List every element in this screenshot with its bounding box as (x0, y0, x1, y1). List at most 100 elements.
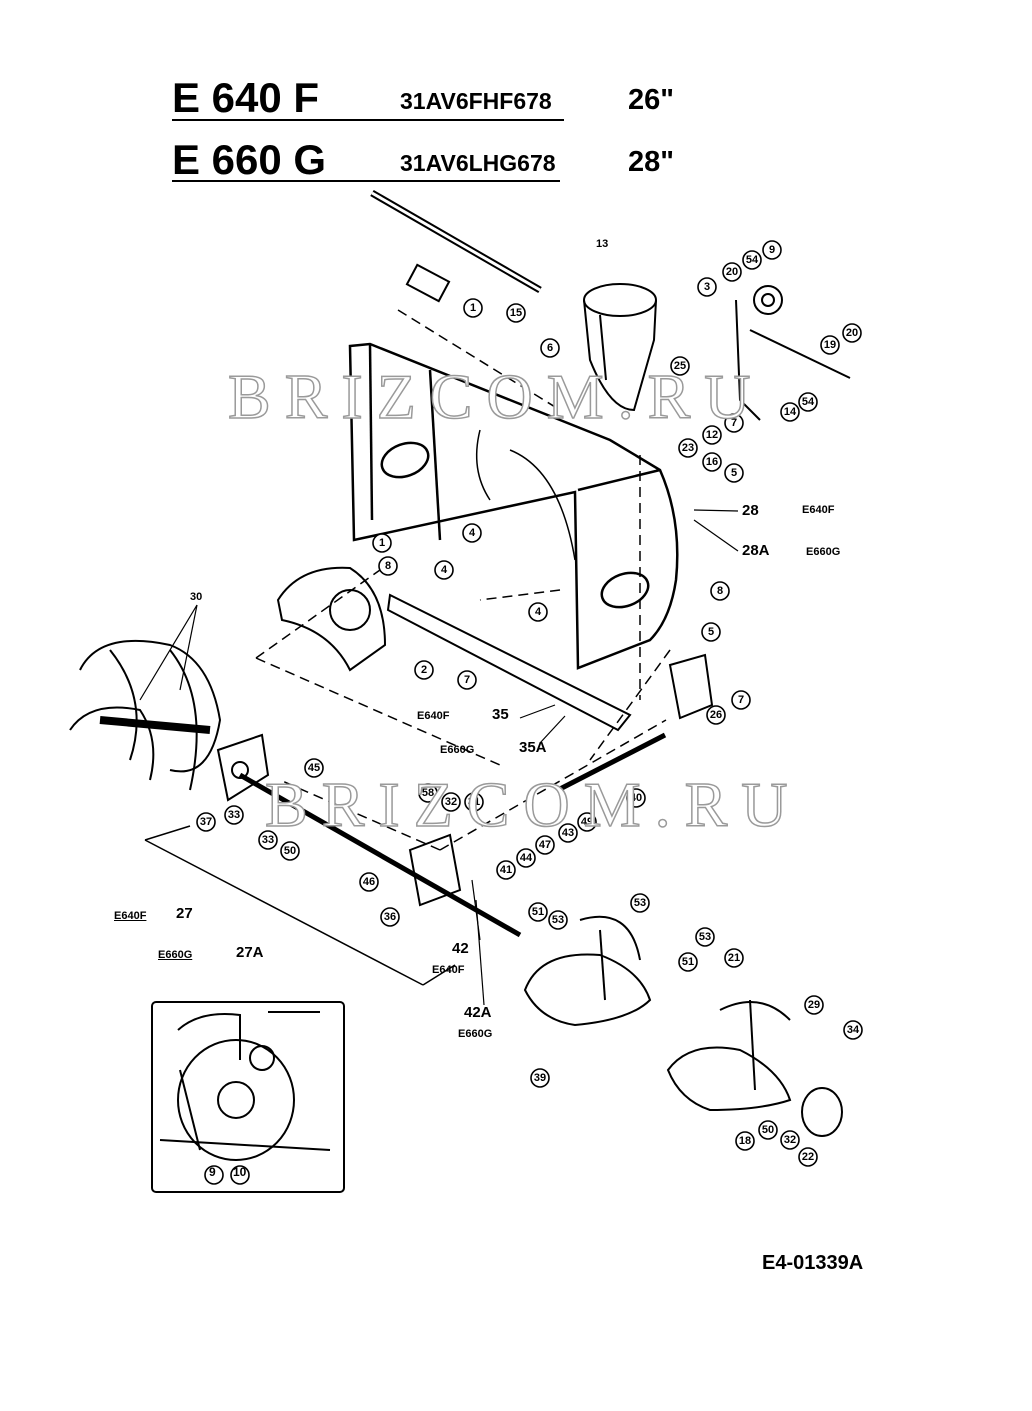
balloon-2: 2 (414, 660, 434, 680)
svg-text:21: 21 (728, 952, 740, 964)
right-auger-spiral-part (666, 999, 792, 1112)
balloon-33a: 33 (224, 805, 244, 825)
balloon-53a: 53 (548, 910, 568, 930)
svg-text:6: 6 (547, 342, 553, 354)
balloon-47: 47 (535, 835, 555, 855)
callout-35-model: E640F (417, 710, 450, 722)
inset-label-9: 9 (209, 1165, 216, 1179)
svg-text:32: 32 (784, 1134, 796, 1146)
balloon-58: 58 (418, 783, 438, 803)
callout-28A-model: E660G (806, 546, 841, 558)
balloon-8b: 8 (710, 581, 730, 601)
svg-text:22: 22 (802, 1151, 814, 1163)
svg-text:19: 19 (824, 339, 836, 351)
callout-27: 27 (176, 905, 193, 922)
svg-text:44: 44 (520, 852, 533, 864)
part-balloons: 1 15 6 3 20 54 9 20 19 14 54 25 12 7 23 … (196, 240, 863, 1167)
svg-text:2: 2 (421, 664, 427, 676)
balloon-32a: 32 (441, 792, 461, 812)
callout-42: 42 (452, 940, 469, 957)
callout-28A: 28A (742, 542, 770, 559)
model-title-2: E 660 G (172, 136, 327, 183)
left-bearing-flange-part (216, 733, 270, 802)
svg-text:39: 39 (534, 1072, 546, 1084)
svg-text:45: 45 (308, 762, 320, 774)
balloon-4b: 4 (434, 560, 454, 580)
header-rule-1 (172, 119, 564, 121)
svg-text:15: 15 (510, 307, 522, 319)
end-cap-part (801, 1087, 843, 1137)
balloon-20b: 20 (842, 323, 862, 343)
svg-text:54: 54 (802, 396, 815, 408)
balloon-19: 19 (820, 335, 840, 355)
svg-text:7: 7 (464, 674, 470, 686)
balloon-1: 1 (463, 298, 483, 318)
callout-42A: 42A (464, 1004, 492, 1021)
balloon-16: 16 (702, 452, 722, 472)
callout-28: 28 (742, 502, 759, 519)
figure-id: E4-01339A (762, 1252, 864, 1274)
balloon-33b: 33 (258, 830, 278, 850)
svg-text:33: 33 (228, 809, 240, 821)
balloon-1b: 1 (372, 533, 392, 553)
svg-text:25: 25 (674, 360, 686, 372)
svg-text:9: 9 (769, 244, 775, 256)
balloon-51a: 51 (528, 902, 548, 922)
callout-28-model: E640F (802, 504, 835, 516)
balloon-6a: 6 (540, 338, 560, 358)
svg-text:14: 14 (784, 406, 797, 418)
svg-text:54: 54 (746, 254, 759, 266)
svg-text:8: 8 (385, 560, 391, 572)
balloon-25: 25 (670, 356, 690, 376)
callout-27-model: E640F (114, 910, 147, 922)
svg-text:40: 40 (630, 792, 642, 804)
svg-text:53: 53 (634, 897, 646, 909)
callout-27A: 27A (236, 944, 264, 961)
svg-text:58: 58 (422, 787, 434, 799)
balloon-36: 36 (380, 907, 400, 927)
balloon-39: 39 (530, 1068, 550, 1088)
balloon-22: 22 (798, 1147, 818, 1167)
gearbox-housing-part (276, 566, 387, 672)
svg-text:8: 8 (717, 585, 723, 597)
callout-42A-model: E660G (458, 1028, 493, 1040)
chute-crank-bracket-part (735, 285, 851, 421)
balloon-45: 45 (304, 758, 324, 778)
svg-text:4: 4 (469, 527, 476, 539)
svg-text:1: 1 (379, 537, 385, 549)
svg-text:7: 7 (731, 417, 737, 429)
balloon-40: 40 (626, 788, 646, 808)
callout-35A-model: E660G (440, 744, 475, 756)
svg-text:36: 36 (384, 911, 396, 923)
model-code-1: 31AV6FHF678 (400, 88, 552, 114)
svg-text:31: 31 (468, 796, 480, 808)
callout-42-model: E640F (432, 964, 465, 976)
model-code-2: 31AV6LHG678 (400, 150, 556, 176)
svg-text:1: 1 (470, 302, 476, 314)
svg-text:37: 37 (200, 816, 212, 828)
header-rule-2 (172, 180, 560, 182)
svg-text:43: 43 (562, 827, 574, 839)
svg-text:26: 26 (710, 709, 722, 721)
svg-text:4: 4 (535, 606, 542, 618)
svg-text:5: 5 (708, 626, 714, 638)
svg-text:5: 5 (731, 467, 737, 479)
balloon-49: 49 (577, 812, 597, 832)
auger-shaft-part (370, 189, 542, 294)
balloon-44: 44 (516, 848, 536, 868)
balloon-9a: 9 (762, 240, 782, 260)
middle-auger-spiral-part (523, 915, 652, 1027)
assembly-lines (255, 309, 671, 851)
svg-text:29: 29 (808, 999, 820, 1011)
balloon-29: 29 (804, 995, 824, 1015)
balloon-7b: 7 (457, 670, 477, 690)
auger-housing-part (348, 342, 679, 670)
balloon-5b: 5 (701, 622, 721, 642)
balloon-46: 46 (359, 872, 379, 892)
svg-text:4: 4 (441, 564, 448, 576)
balloon-23: 23 (678, 438, 698, 458)
balloon-43: 43 (558, 823, 578, 843)
balloon-54b: 54 (798, 392, 818, 412)
